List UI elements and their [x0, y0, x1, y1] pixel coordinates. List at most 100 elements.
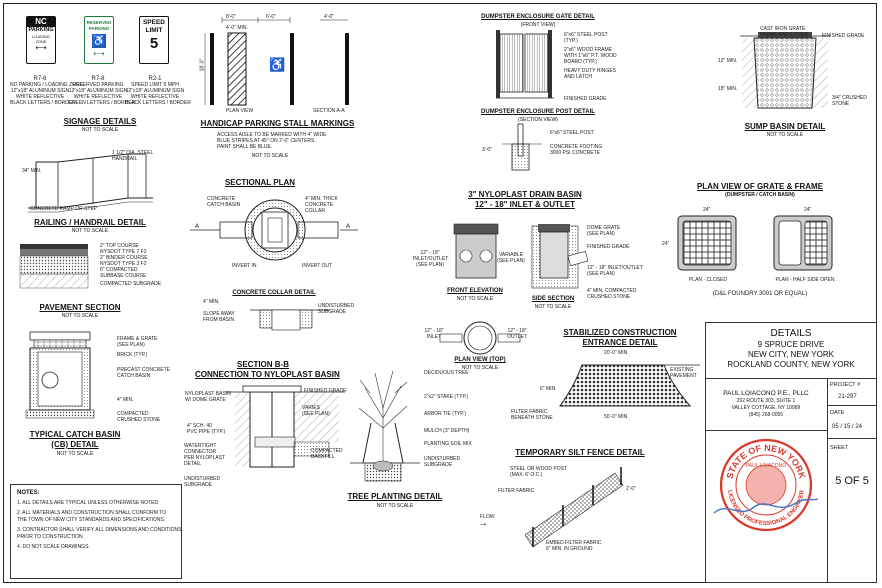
stab-label: PAVEMENT — [670, 373, 697, 379]
seal-name: PAUL LOIACONO — [746, 463, 786, 469]
sump-label: 3/4" CRUSHED — [832, 95, 867, 101]
sign-desc: SPEED LIMIT 5 MPH — [131, 82, 179, 88]
plan-view-top-nts: NOT TO SCALE — [461, 365, 499, 371]
sign-size: 12"x18" ALUMINUM SIGN — [68, 88, 128, 94]
handicap-icon: ♿ — [269, 57, 286, 72]
sign-text: ZONE — [35, 39, 47, 44]
dim-rail-height: 34" MIN. — [22, 168, 42, 174]
bb-label: PER NYLOPLAST — [184, 455, 226, 461]
date-value: 05 / 15 / 24 — [832, 424, 863, 430]
section-bb-drawing — [225, 385, 345, 468]
sign-text: LOADING — [31, 34, 50, 39]
post-label: CONCRETE FOOTING — [550, 144, 603, 150]
gate-title: DUMPSTER ENCLOSURE GATE DETAIL — [481, 14, 595, 20]
railing-title: RAILING / HANDRAIL DETAIL — [34, 218, 146, 227]
pavement-label: NYSDOT TYPE 3 F2 — [100, 261, 147, 267]
section-bb-subtitle: CONNECTION TO NYLOPLAST BASIN — [195, 370, 340, 379]
drain-label: (SEE PLAN) — [587, 231, 615, 237]
dim-grate-h: 24" — [662, 241, 670, 247]
date-label: DATE — [830, 410, 845, 416]
sump-drawing — [740, 32, 830, 109]
dim-grate-w: 24" — [804, 207, 812, 213]
dim-post-height: 3'-0" — [482, 147, 492, 153]
pavement-title: PAVEMENT SECTION — [39, 303, 121, 312]
handicap-note: ACCESS AISLE TO BE MARKED WITH 4" WIDE — [217, 132, 327, 138]
grate-subtitle: (DUMPSTER / CATCH BASIN) — [725, 192, 795, 198]
address-line: 9 SPRUCE DRIVE — [757, 340, 825, 349]
railing-nts: NOT TO SCALE — [71, 228, 109, 234]
note-item: THE TOWN OF NEW CITY STANDARDS AND SPECI… — [17, 517, 166, 523]
drain-label: INLET — [426, 334, 442, 340]
plan-closed-label: PLAN - CLOSED — [688, 277, 728, 283]
stab-label: EXISTING — [670, 367, 694, 373]
grate-title: PLAN VIEW OF GRATE & FRAME — [696, 182, 824, 191]
sign-code: R7-8 — [91, 76, 105, 82]
silt-drawing — [524, 467, 624, 548]
address-line: ROCKLAND COUNTY, NEW YORK — [727, 360, 855, 369]
handicap-nts: NOT TO SCALE — [251, 153, 289, 159]
drain-label: INLET/OUTLET — [413, 256, 449, 262]
sign-size: 12"x18" ALUMINUM SIGN — [10, 88, 70, 94]
dim-sump-a: 12" MIN. — [718, 58, 738, 64]
title-block-project: DETAILS 9 SPRUCE DRIVE NEW CITY, NEW YOR… — [705, 328, 877, 370]
cb-label: COMPACTED — [117, 411, 149, 417]
post-label: 3000 PSI CONCRETE — [550, 150, 601, 156]
drain-label: 12" - 18" INLET/OUTLET — [587, 265, 643, 271]
stab-title: STABILIZED CONSTRUCTION — [563, 328, 677, 337]
bb-label: UNDISTURBED — [184, 476, 221, 482]
sheet-number: 5 OF 5 — [835, 475, 869, 487]
title-block-right-column — [827, 378, 877, 583]
dim-stall-inner: 4'-0" MIN. — [226, 25, 248, 31]
dim-grate-w: 24" — [703, 207, 711, 213]
sectional-label: CATCH BASIN — [207, 202, 241, 208]
pavement-label: COMPACTED SUBGRADE — [100, 281, 162, 287]
silt-title: TEMPORARY SILT FENCE DETAIL — [515, 448, 645, 457]
bb-label: WATERTIGHT — [184, 443, 217, 449]
address-line: NEW CITY, NEW YORK — [748, 350, 834, 359]
sectional-plan-title: SECTIONAL PLAN — [224, 178, 296, 187]
drain-front-drawing — [453, 223, 499, 279]
double-arrow-icon: ⟷ — [93, 49, 105, 58]
sign-code: R2-1 — [148, 76, 162, 82]
signage-nts: NOT TO SCALE — [81, 127, 119, 133]
section-bb-title: SECTION B-B — [237, 360, 289, 369]
sign-text: SPEED — [142, 19, 166, 26]
handicap-icon: ♿ — [92, 34, 106, 48]
bb-label: BACKFILL — [311, 454, 335, 460]
firm-phone: (845) 268-0055 — [748, 412, 784, 418]
drain-label: 12" - 18" — [507, 328, 527, 334]
bb-label: 4" SCH. 40 — [187, 423, 212, 429]
railing-drawing — [28, 153, 153, 213]
sump-label: FRAME AND COVER — [760, 32, 809, 38]
sump-label: CAST IRON GRATE — [760, 26, 806, 32]
sign-text: RESERVED — [86, 20, 112, 25]
sign-no-parking: NC PARKING LOADING ZONE ⟷ — [26, 16, 56, 64]
collar-label: SUBGRADE — [318, 309, 347, 315]
pavement-nts: NOT TO SCALE — [61, 313, 99, 319]
dim-sump-b: 18" MIN. — [718, 86, 738, 92]
plan-half-label: PLAN - HALF SIDE OPEN — [775, 277, 835, 283]
sign-color2: GREEN LETTERS / BORDER — [68, 100, 136, 106]
project-number: 21-297 — [838, 394, 857, 400]
section-aa-label: SECTION A-A — [313, 108, 345, 114]
sump-label: STONE — [832, 101, 850, 107]
divider — [827, 405, 877, 406]
side-section-title: SIDE SECTION — [531, 296, 575, 302]
stab-label: BENEATH STONE — [511, 415, 553, 421]
catch-basin-drawing — [25, 331, 95, 419]
tree-nts: NOT TO SCALE — [376, 503, 414, 509]
rail-label: HANDRAIL — [112, 156, 138, 162]
sign-color2: BLACK LETTERS / BORDER — [10, 100, 76, 106]
note-item: 1. ALL DETAILS ARE TYPICAL UNLESS OTHERW… — [17, 500, 160, 506]
tree-label: MULCH (3" DEPTH) — [424, 428, 470, 434]
handicap-stall-drawing — [204, 17, 349, 106]
pavement-drawing — [19, 244, 89, 289]
dim-stall-2: 6'-0" — [266, 14, 276, 20]
bb-label: W/ DOME GRATE — [185, 397, 226, 403]
sheet-label: SHEET — [830, 445, 849, 451]
pavement-label: SUBBASE COURSE — [100, 273, 147, 279]
bb-label: PVC PIPE (TYP.) — [187, 429, 226, 435]
front-elev-title: FRONT ELEVATION — [447, 288, 503, 294]
catch-basin-title: TYPICAL CATCH BASIN — [29, 430, 121, 439]
rail-label: 1 1/2" DIA. STEEL — [112, 150, 154, 156]
